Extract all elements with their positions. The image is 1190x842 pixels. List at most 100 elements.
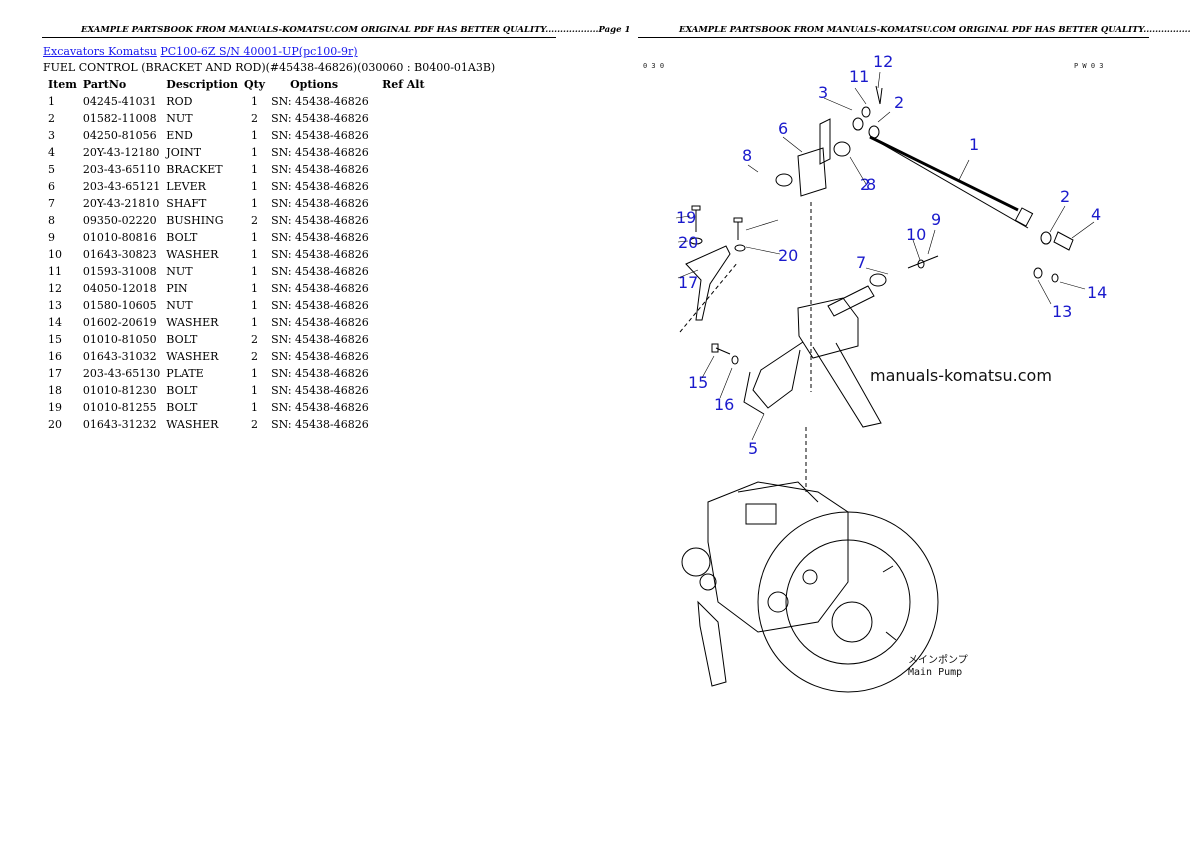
cell-item: 13 bbox=[48, 299, 62, 312]
cell-options: SN: 45438-46826 bbox=[271, 146, 369, 159]
cell-refalt bbox=[379, 399, 428, 416]
cell-partno: 01010-80816 bbox=[82, 231, 157, 244]
main-pump-label-en: Main Pump bbox=[908, 667, 963, 678]
cell-qty: 1 bbox=[251, 231, 259, 244]
diagram-code-right: P W 0 3 bbox=[1074, 62, 1104, 70]
header-rule-right bbox=[638, 37, 1149, 38]
cell-qty: 1 bbox=[251, 146, 259, 159]
column-header-qty: Qty bbox=[244, 78, 266, 91]
cell-options: SN: 45438-46826 bbox=[271, 401, 369, 414]
cell-description: NUT bbox=[166, 265, 193, 278]
cell-partno: 04245-41031 bbox=[82, 95, 157, 108]
cell-description: BOLT bbox=[166, 231, 198, 244]
column-header-refalt: Ref Alt bbox=[382, 78, 425, 91]
cell-partno: 01593-31008 bbox=[82, 265, 157, 278]
cell-item: 2 bbox=[48, 112, 55, 125]
cell-description: WASHER bbox=[166, 350, 219, 363]
cell-refalt bbox=[379, 93, 428, 110]
cell-description: END bbox=[166, 129, 193, 142]
cell-refalt bbox=[379, 314, 428, 331]
callout-number: 19 bbox=[676, 208, 696, 227]
cell-description: LEVER bbox=[166, 180, 206, 193]
cell-partno: 01010-81230 bbox=[82, 384, 157, 397]
cell-refalt bbox=[379, 161, 428, 178]
cell-options: SN: 45438-46826 bbox=[271, 197, 369, 210]
cell-qty: 2 bbox=[251, 350, 259, 363]
cell-qty: 1 bbox=[251, 265, 259, 278]
cell-options: SN: 45438-46826 bbox=[271, 180, 369, 193]
cell-refalt bbox=[379, 297, 428, 314]
cell-item: 5 bbox=[48, 163, 55, 176]
callout-number: 2 bbox=[860, 175, 870, 194]
cell-partno: 203-43-65121 bbox=[82, 180, 161, 193]
cell-partno: 01643-31032 bbox=[82, 350, 157, 363]
cell-options: SN: 45438-46826 bbox=[271, 367, 369, 380]
page-subtitle: FUEL CONTROL (BRACKET AND ROD)(#45438-46… bbox=[43, 61, 496, 74]
cell-qty: 1 bbox=[251, 299, 259, 312]
cell-item: 11 bbox=[48, 265, 62, 278]
cell-partno: 20Y-43-21810 bbox=[82, 197, 160, 210]
cell-item: 1 bbox=[48, 95, 55, 108]
cell-partno: 203-43-65130 bbox=[82, 367, 161, 380]
cell-refalt bbox=[379, 280, 428, 297]
cell-qty: 1 bbox=[251, 95, 259, 108]
cell-item: 3 bbox=[48, 129, 55, 142]
cell-qty: 1 bbox=[251, 197, 259, 210]
cell-qty: 1 bbox=[251, 316, 259, 329]
breadcrumb-category-link[interactable]: Excavators Komatsu bbox=[43, 45, 157, 58]
cell-qty: 2 bbox=[251, 333, 259, 346]
cell-description: PLATE bbox=[166, 367, 204, 380]
cell-options: SN: 45438-46826 bbox=[271, 299, 369, 312]
breadcrumb-model-link[interactable]: PC100-6Z S/N 40001-UP(pc100-9r) bbox=[160, 45, 358, 58]
cell-refalt bbox=[379, 331, 428, 348]
cell-options: SN: 45438-46826 bbox=[271, 231, 369, 244]
cell-partno: 203-43-65110 bbox=[82, 163, 161, 176]
cell-options: SN: 45438-46826 bbox=[271, 214, 369, 227]
cell-item: 8 bbox=[48, 214, 55, 227]
callout-number: 2 bbox=[1060, 187, 1070, 206]
main-pump-label-jp: メインポンプ bbox=[908, 655, 968, 666]
cell-qty: 1 bbox=[251, 401, 259, 414]
callout-number: 20 bbox=[678, 233, 698, 252]
cell-item: 9 bbox=[48, 231, 55, 244]
cell-refalt bbox=[379, 195, 428, 212]
cell-options: SN: 45438-46826 bbox=[271, 350, 369, 363]
cell-qty: 1 bbox=[251, 282, 259, 295]
watermark: manuals-komatsu.com bbox=[870, 366, 1052, 385]
callout-number: 11 bbox=[849, 67, 869, 86]
cell-refalt bbox=[379, 110, 428, 127]
cell-qty: 1 bbox=[251, 384, 259, 397]
cell-refalt bbox=[379, 127, 428, 144]
cell-qty: 1 bbox=[251, 129, 259, 142]
callout-number: 4 bbox=[1091, 205, 1101, 224]
cell-description: WASHER bbox=[166, 418, 219, 431]
callout-number: 13 bbox=[1052, 302, 1072, 321]
table-row: 9 01010-80816 BOLT 1 SN: 45438-46826 bbox=[45, 229, 428, 246]
cell-partno: 04250-81056 bbox=[82, 129, 157, 142]
cell-item: 4 bbox=[48, 146, 55, 159]
column-header-options: Options bbox=[290, 78, 339, 91]
diagram-linework bbox=[679, 85, 1074, 693]
cell-item: 15 bbox=[48, 333, 62, 346]
callout-number: 5 bbox=[748, 439, 758, 458]
cell-description: BOLT bbox=[166, 384, 198, 397]
cell-description: WASHER bbox=[166, 316, 219, 329]
callout-number: 6 bbox=[778, 119, 788, 138]
cell-qty: 1 bbox=[251, 163, 259, 176]
cell-qty: 1 bbox=[251, 180, 259, 193]
callout-number: 14 bbox=[1087, 283, 1107, 302]
main-pump-label: メインポンプ Main Pump bbox=[908, 655, 968, 679]
callout-number: 10 bbox=[906, 225, 926, 244]
cell-partno: 01643-31232 bbox=[82, 418, 157, 431]
cell-item: 12 bbox=[48, 282, 62, 295]
